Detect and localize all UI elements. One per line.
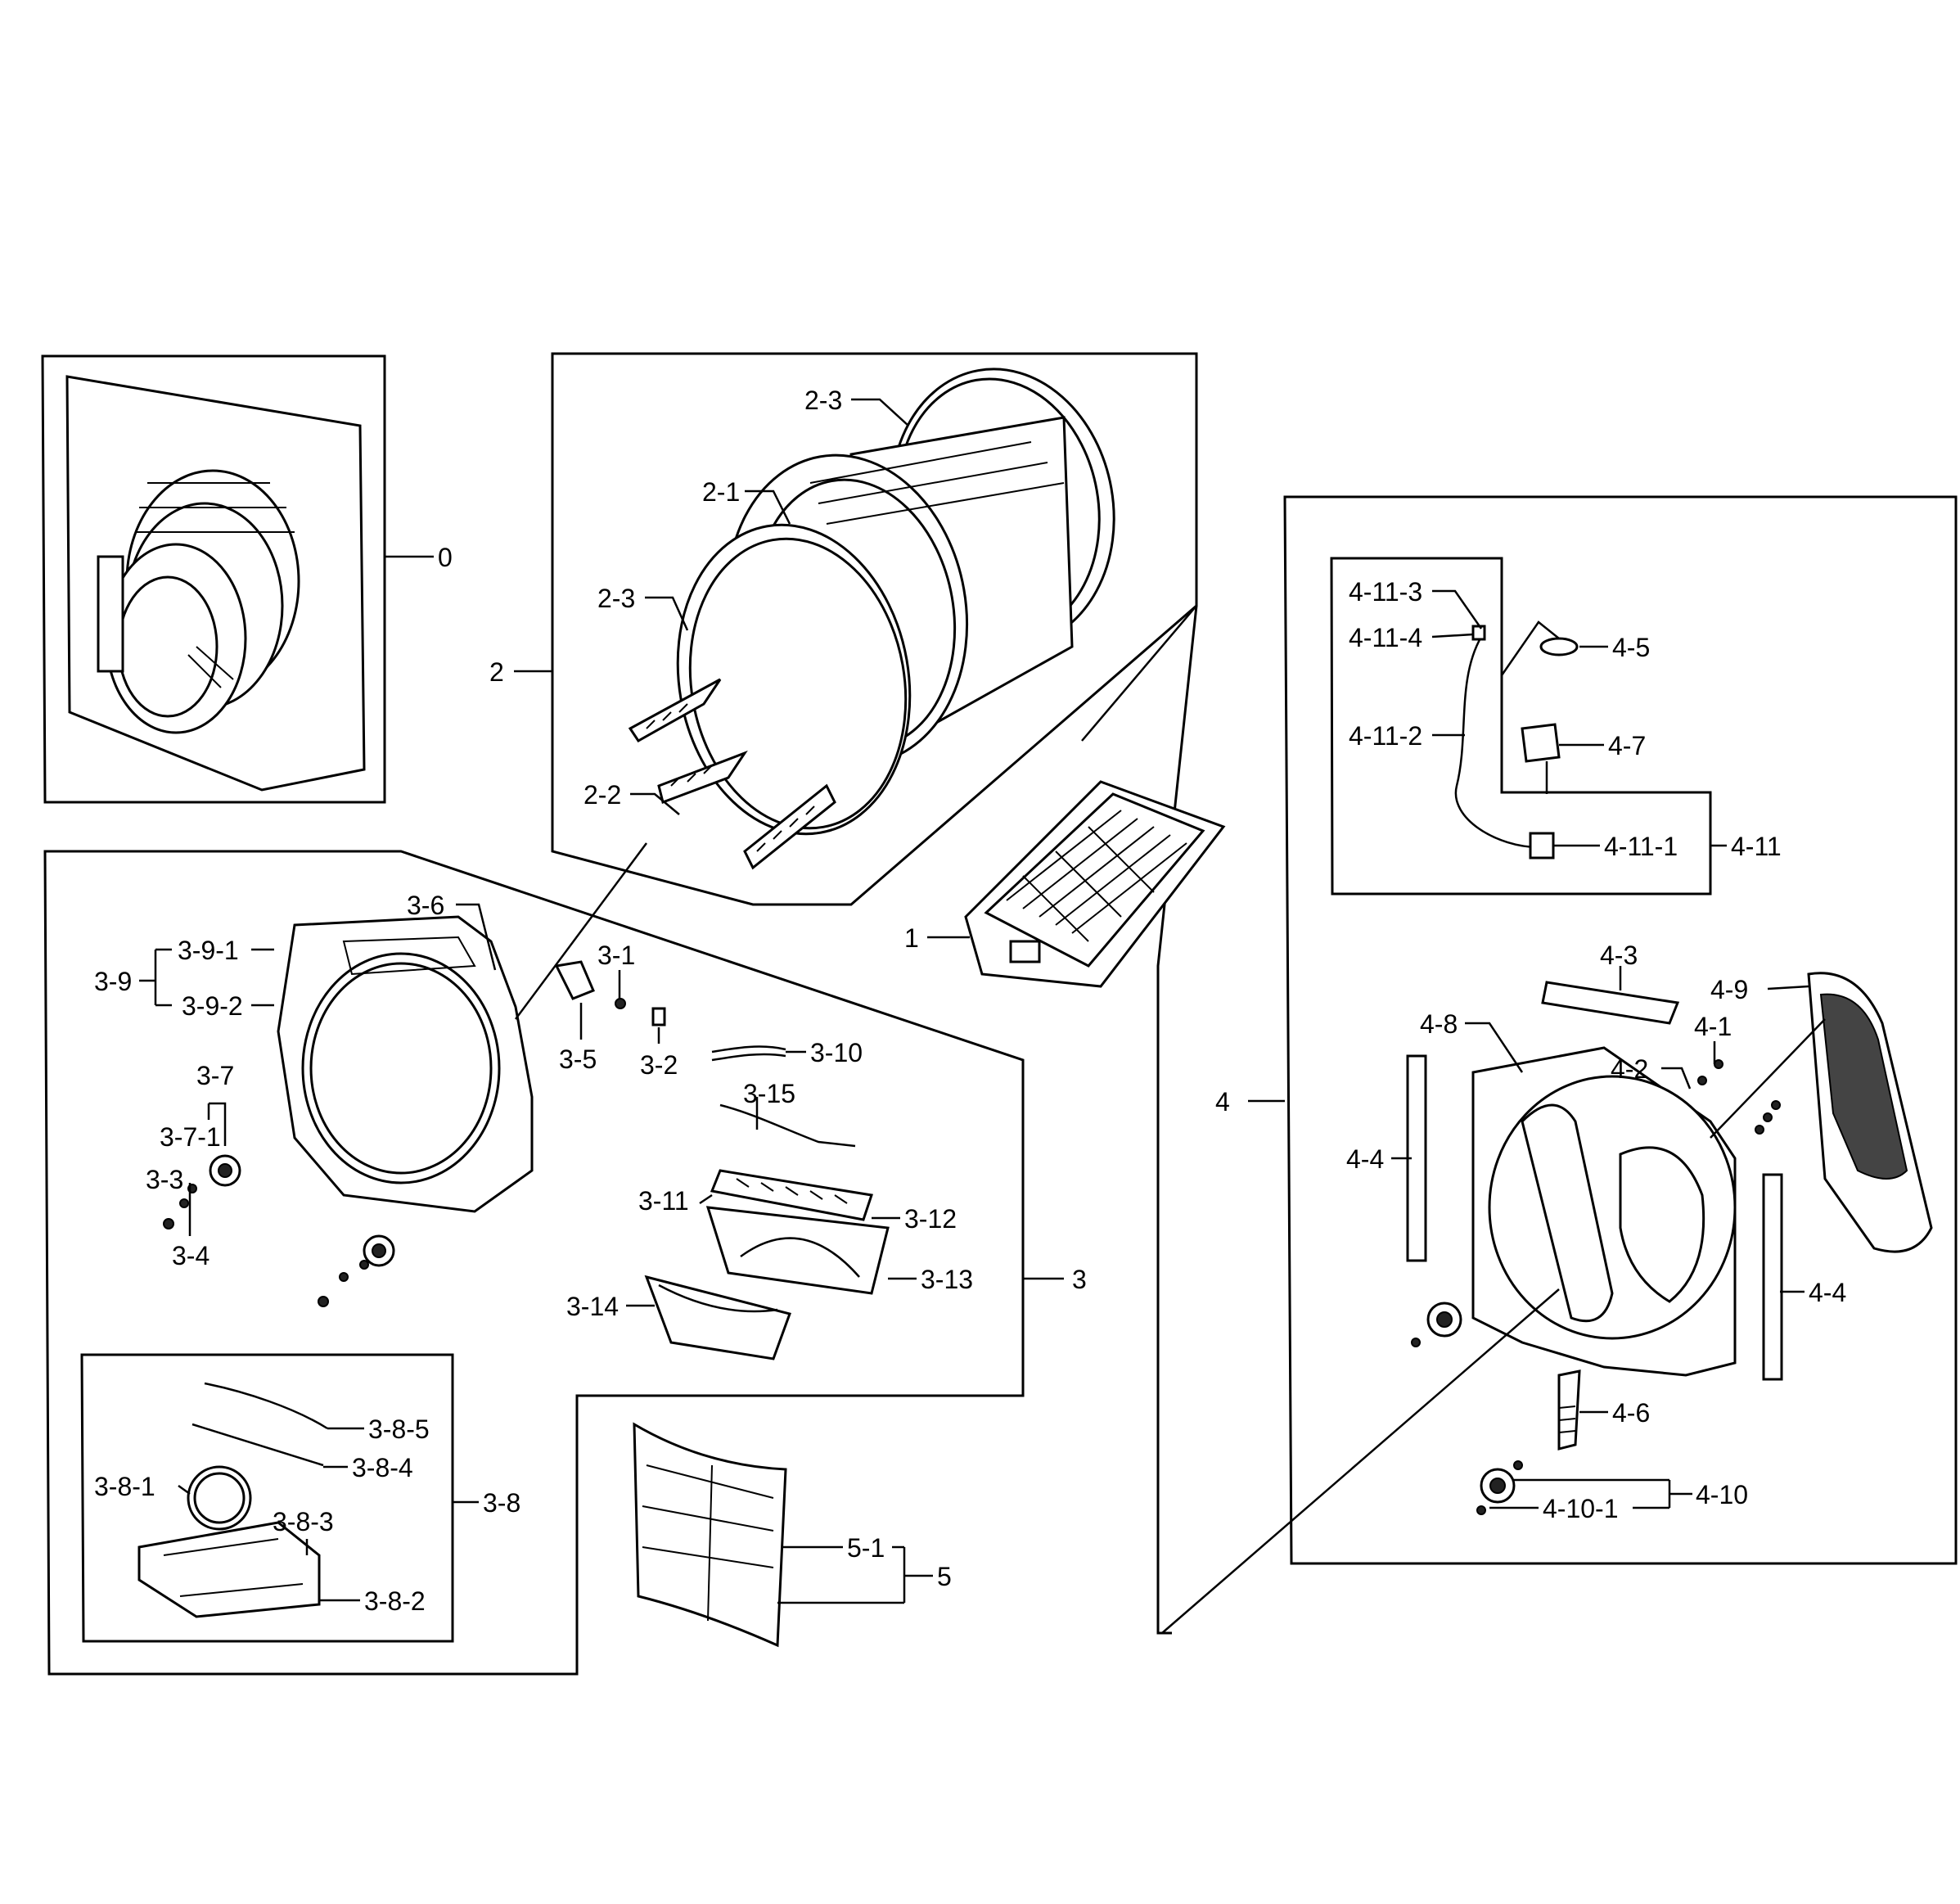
label-3-1: 3-1 [597,941,635,970]
rear-panel-illustration [1406,625,1933,1515]
label-4-5: 4-5 [1612,633,1650,662]
label-3-7: 3-7 [196,1061,234,1090]
label-0: 0 [438,543,453,572]
label-4-4-right: 4-4 [1809,1278,1846,1307]
group-3-box [43,850,1025,1676]
label-3-11: 3-11 [638,1186,689,1216]
label-4-7: 4-7 [1608,731,1646,760]
label-2: 2 [489,657,504,687]
part-labels: 0 1 2 2-1 2-2 2-3 2-3 3 3-1 3-2 3-3 3-4 … [94,386,1846,1616]
assembled-drum-illustration [65,375,366,792]
label-4-11-2: 4-11-2 [1349,721,1422,751]
label-3-8-2: 3-8-2 [364,1586,426,1616]
label-4-11-3: 4-11-3 [1349,577,1422,607]
label-2-3-top: 2-3 [804,386,842,415]
label-4-6: 4-6 [1612,1398,1650,1428]
label-4-8: 4-8 [1420,1009,1458,1039]
group-4-box [1283,495,1958,1565]
label-2-2: 2-2 [583,780,621,810]
label-3-9-1: 3-9-1 [178,936,239,965]
group-2-box [551,352,1198,906]
label-4-1: 4-1 [1694,1012,1732,1041]
label-3-7-1: 3-7-1 [160,1122,221,1152]
label-3-15: 3-15 [743,1079,795,1108]
filter-housing-illustration [964,780,1226,988]
label-3-10: 3-10 [810,1038,863,1067]
label-3-9: 3-9 [94,967,132,996]
label-4-2: 4-2 [1611,1054,1648,1084]
drum-illustration [628,368,1115,870]
group-0-box [41,354,386,804]
label-3-8-1: 3-8-1 [94,1472,155,1501]
label-3-14: 3-14 [566,1292,619,1321]
label-2-1: 2-1 [702,477,740,507]
leader-lines [139,398,1826,1634]
label-5: 5 [937,1562,952,1591]
label-4-10: 4-10 [1696,1480,1748,1509]
label-5-1: 5-1 [847,1533,885,1563]
label-4-3: 4-3 [1600,941,1638,970]
label-3-3: 3-3 [146,1165,183,1194]
group-3-8-box [80,1353,454,1643]
label-3-8-3: 3-8-3 [273,1507,334,1536]
label-4-9: 4-9 [1710,975,1748,1004]
label-2-3-mid: 2-3 [597,584,635,613]
label-3-8: 3-8 [483,1488,520,1518]
label-3-6: 3-6 [407,891,444,920]
label-3-4: 3-4 [172,1241,210,1270]
label-3-9-2: 3-9-2 [182,991,243,1021]
label-4-4-left: 4-4 [1346,1144,1384,1174]
label-4-11: 4-11 [1731,832,1782,861]
label-3-8-4: 3-8-4 [352,1453,413,1482]
label-4-11-4: 4-11-4 [1349,623,1422,652]
duct-illustration [137,1382,328,1618]
label-4: 4 [1215,1087,1230,1117]
label-1: 1 [904,923,919,953]
label-3: 3 [1072,1265,1087,1294]
group-4-11-box [1330,557,1712,896]
label-3-12: 3-12 [904,1204,957,1234]
label-3-5: 3-5 [559,1044,597,1074]
label-4-10-1: 4-10-1 [1543,1494,1619,1523]
label-3-2: 3-2 [640,1050,678,1080]
label-4-11-1: 4-11-1 [1604,832,1678,861]
lint-filter-illustration [633,1422,787,1648]
group-1-frame [1156,368,1198,1635]
label-3-13: 3-13 [921,1265,973,1294]
front-panel-illustration [163,915,890,1360]
label-3-8-5: 3-8-5 [368,1414,430,1444]
